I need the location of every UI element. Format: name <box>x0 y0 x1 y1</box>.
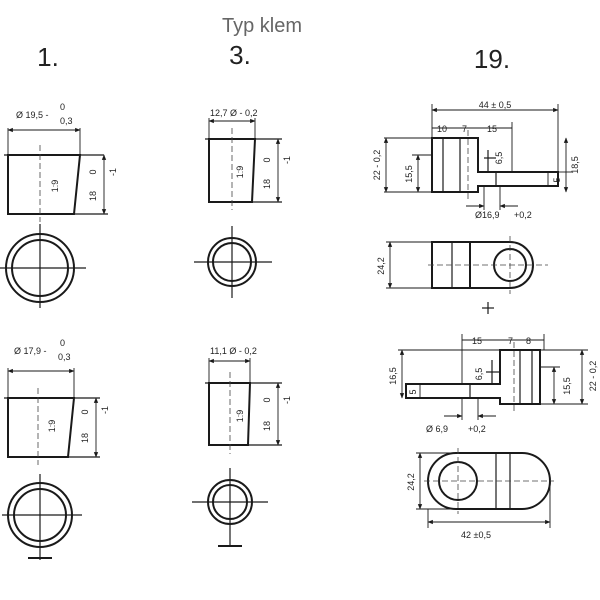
type-19-top-h185: 18,5 <box>570 156 580 174</box>
type-19-top-side-view <box>383 104 572 210</box>
type-19-top-plan-h: 24,2 <box>376 257 386 275</box>
type-1-bottom-side-view <box>4 368 100 465</box>
type-3-number: 3. <box>229 40 251 70</box>
type-19-top-d15: 15 <box>487 124 497 134</box>
type-1-top-tol-upper: 0 <box>60 102 65 112</box>
type-1-bottom-height: 18 <box>80 433 90 443</box>
type-3-bottom-diameter: 11,1 Ø - 0,2 <box>210 346 257 356</box>
type-19-bottom-h22: 22 - 0,2 <box>588 361 598 392</box>
type-19-top-hole-tol: +0,2 <box>514 210 532 220</box>
type-3-bottom-plan-view <box>192 468 268 547</box>
type-19-bottom-h155: 15,5 <box>562 377 572 395</box>
type-3-bottom-taper: 1:9 <box>235 410 245 423</box>
type-1-top-plan-view <box>0 224 86 308</box>
type-3-bottom-height: 18 <box>262 421 272 431</box>
type-1-top-taper: 1:9 <box>50 180 60 193</box>
type-1-bottom-zero: 0 <box>80 409 90 414</box>
type-19-bottom-hole: Ø 6,9 <box>426 424 448 434</box>
type-1-bottom-tol-upper: 0 <box>60 338 65 348</box>
type-19-top-h22: 22 - 0,2 <box>372 150 382 181</box>
type-19-bottom-plan-h: 24,2 <box>406 473 416 491</box>
type-19-bottom-h165: 16,5 <box>388 367 398 385</box>
type-19-bottom-hole-tol: +0,2 <box>468 424 486 434</box>
type-1-bottom-tol-lower: 0,3 <box>58 352 71 362</box>
type-19-bottom-width: 42 ±0,5 <box>461 530 491 540</box>
type-1-top-diameter: Ø 19,5 - <box>16 110 49 120</box>
type-3-bottom-zero: 0 <box>262 397 272 402</box>
type-3-top-plan-view <box>194 226 272 298</box>
type-3-top-height: 18 <box>262 179 272 189</box>
type-19-bottom-h5: 5 <box>408 389 418 394</box>
type-19-bottom-d7: 7 <box>508 336 513 346</box>
type-1-top-height: 18 <box>88 191 98 201</box>
type-19-top-hole: Ø16,9 <box>475 210 500 220</box>
type-19-top-h155: 15,5 <box>404 165 414 183</box>
type-19-bottom-d65: 6,5 <box>474 368 484 381</box>
type-19-bottom-side-view <box>398 334 588 420</box>
type-19-top-d65: 6,5 <box>494 152 504 165</box>
type-19-bottom-plan-view <box>416 448 554 528</box>
type-19-bottom-d8: 8 <box>526 336 531 346</box>
type-3-top-zero: 0 <box>262 157 272 162</box>
type-1-top-tol-lower: 0,3 <box>60 116 73 126</box>
type-1-bottom-plan-view <box>2 474 82 560</box>
type-19-top-d10: 10 <box>437 124 447 134</box>
type-1-top-minus: -1 <box>108 168 118 176</box>
type-1-bottom-minus: -1 <box>100 406 110 414</box>
type-1-top-side-view <box>4 127 108 222</box>
type-1-bottom-diameter: Ø 17,9 - <box>14 346 47 356</box>
page-title: Typ klem <box>222 15 302 37</box>
type-19-top-plan-view <box>386 236 548 314</box>
type-1-bottom-taper: 1:9 <box>47 420 57 433</box>
type-19-top-d7: 7 <box>462 124 467 134</box>
type-19-number: 19. <box>474 44 510 74</box>
type-3-bottom-side-view <box>205 358 282 454</box>
type-3-top-minus: -1 <box>282 156 292 164</box>
type-3-top-diameter: 12,7 Ø - 0,2 <box>210 108 258 118</box>
type-3-top-taper: 1:9 <box>235 166 245 179</box>
type-19-top-h5: 5 <box>552 177 562 182</box>
type-3-bottom-minus: -1 <box>282 396 292 404</box>
type-3-top-side-view <box>205 118 282 210</box>
type-1-number: 1. <box>37 42 59 72</box>
type-19-top-width: 44 ± 0,5 <box>479 100 511 110</box>
type-1-top-zero: 0 <box>88 169 98 174</box>
type-19-bottom-d15: 15 <box>472 336 482 346</box>
